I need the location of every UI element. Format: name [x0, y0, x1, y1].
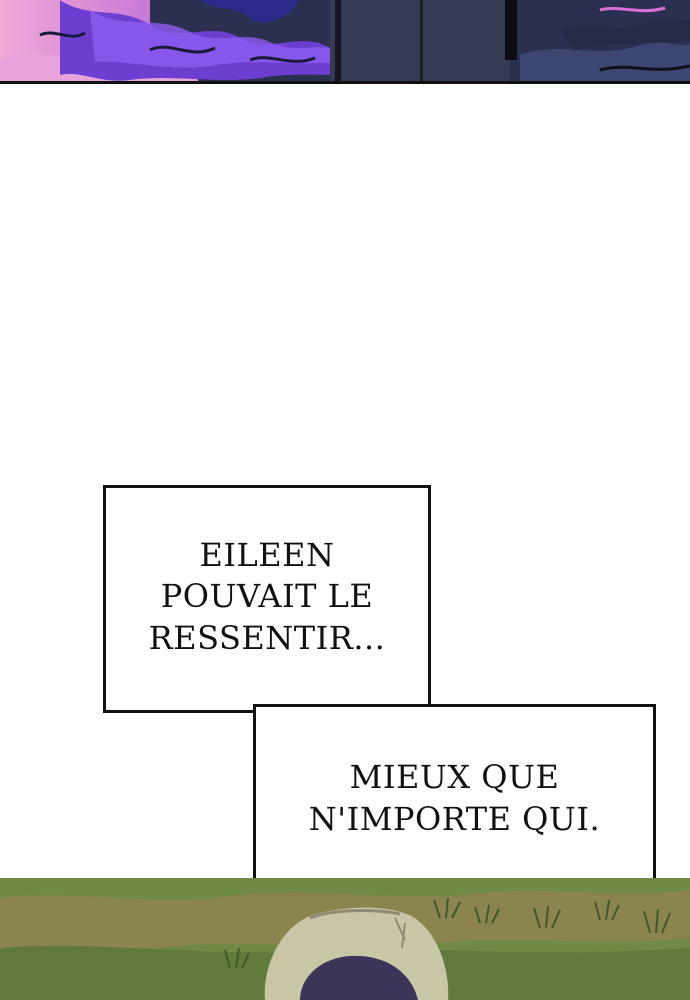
caption-text-first: EILEEN POUVAIT LE RESSENTIR...: [148, 535, 386, 657]
caption-box-second: MIEUX QUE N'IMPORTE QUI.: [253, 704, 656, 893]
caption-text-second: MIEUX QUE N'IMPORTE QUI.: [308, 757, 601, 838]
top-art-panel: [0, 0, 690, 84]
top-art-illustration: [0, 0, 690, 81]
bottom-art-panel: [0, 878, 690, 1000]
caption-box-first: EILEEN POUVAIT LE RESSENTIR...: [103, 485, 431, 713]
bottom-art-illustration: [0, 878, 690, 1000]
